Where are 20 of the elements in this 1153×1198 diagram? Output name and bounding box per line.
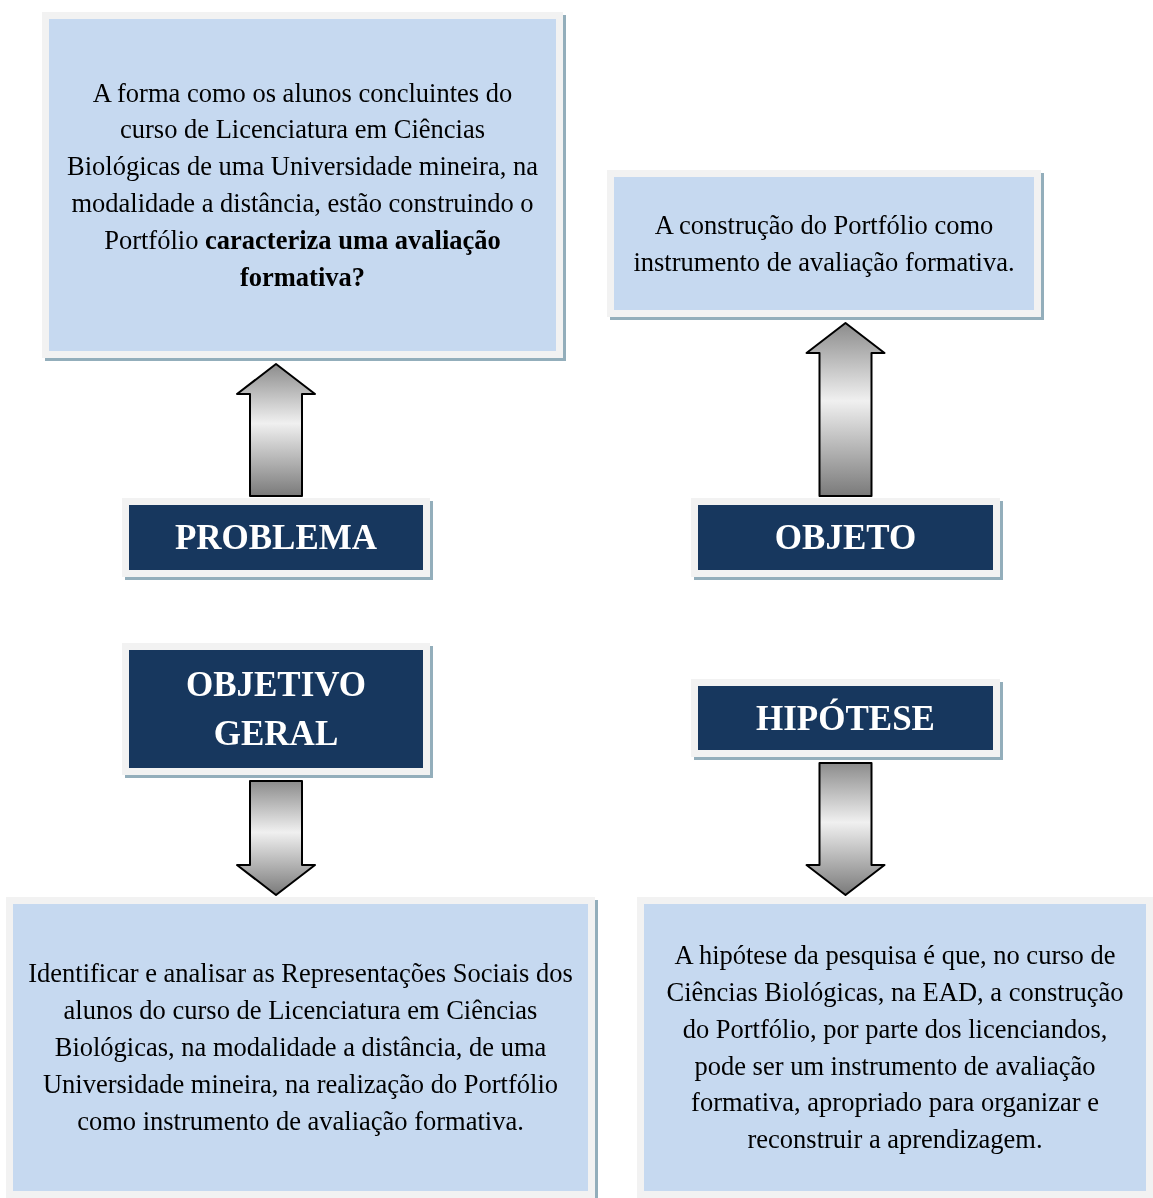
box-title: OBJETIVO GERAL xyxy=(184,664,368,755)
object-box xyxy=(607,170,1041,317)
question-box xyxy=(42,12,563,358)
title-box xyxy=(122,643,430,775)
block-arrow xyxy=(805,762,886,896)
box-title: OBJETO xyxy=(774,517,917,559)
objective-box xyxy=(6,897,595,1198)
box-text: A construção do Portfólio como instrumento de avaliação formativa. xyxy=(632,208,1016,279)
block-arrow xyxy=(805,322,886,497)
title-box xyxy=(691,679,1000,757)
hypothesis-box xyxy=(637,897,1153,1198)
block-arrow xyxy=(236,780,316,896)
box-text: Identificar e analisar as Representações Sociais dos alunos do curso de Licenciatura em Ciências Biológicas, na modalidade a distância, de uma Universidade mineira, na realização do Portfólio como instrumento de avaliação formativa. xyxy=(27,957,574,1138)
box-title: HIPÓTESE xyxy=(756,697,935,740)
block-arrow xyxy=(236,363,316,497)
title-box xyxy=(122,498,430,577)
box-text: A forma como os alunos concluintes do curso de Licenciatura em Ciências Biológicas de uma Universidade mineira, na modalidade a distância, estão construindo o Portfólio caracteriza uma avaliação formativa? xyxy=(66,76,539,294)
title-box xyxy=(691,498,1000,577)
box-text: A hipótese da pesquisa é que, no curso de Ciências Biológicas, na EAD, a construção do Portfólio, por parte dos licenciandos, pode ser um instrumento de avaliação formativa, apropriado para organizar e reconstruir a aprendizagem. xyxy=(665,939,1125,1157)
box-title: PROBLEMA xyxy=(174,517,378,559)
